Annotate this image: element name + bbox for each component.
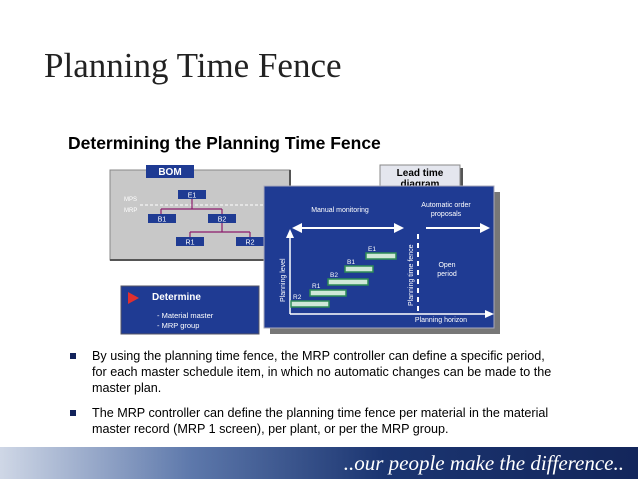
footer-tagline: ..our people make the difference.. bbox=[343, 451, 624, 475]
determine-panel: Determine - Material master - MRP group bbox=[120, 285, 260, 335]
auto-proposals-line1: Automatic order bbox=[421, 202, 471, 209]
bom-node-r2-label: R2 bbox=[246, 240, 255, 247]
bom-title: BOM bbox=[158, 167, 181, 178]
bullet-text: The MRP controller can define the planni… bbox=[92, 406, 549, 436]
bullet-item: By using the planning time fence, the MR… bbox=[70, 348, 560, 396]
bom-title-box bbox=[146, 165, 194, 178]
lead-time-line1: Lead time bbox=[397, 168, 444, 179]
bullet-square-icon bbox=[70, 410, 76, 416]
planning-horizon-label: Planning horizon bbox=[415, 317, 467, 324]
bom-node-b2-label: B2 bbox=[218, 217, 227, 224]
red-arrow-icon bbox=[128, 292, 139, 304]
y-axis-label: Planning level bbox=[280, 258, 287, 302]
open-period-line2: period bbox=[437, 271, 457, 278]
bullet-text: By using the planning time fence, the MR… bbox=[92, 349, 552, 395]
bom-tree-connectors bbox=[160, 199, 251, 237]
bullet-item: The MRP controller can define the planni… bbox=[70, 405, 560, 437]
auto-proposals-line2: proposals bbox=[431, 211, 462, 218]
bullet-square-icon bbox=[70, 353, 76, 359]
bom-node-r1: R1 bbox=[176, 237, 204, 247]
bom-node-r1-label: R1 bbox=[186, 240, 195, 247]
determine-item-material-master: - Material master bbox=[157, 311, 214, 320]
determine-item-mrp-group: - MRP group bbox=[157, 321, 199, 330]
determine-title: Determine bbox=[152, 292, 201, 303]
bom-side-label-mps: MPS bbox=[124, 197, 137, 203]
slide-subtitle: Determining the Planning Time Fence bbox=[68, 133, 381, 153]
bar-r2: R2 bbox=[290, 294, 330, 308]
manual-monitoring-label: Manual monitoring bbox=[311, 207, 369, 214]
bom-node-b1: B1 bbox=[148, 214, 176, 224]
bar-b1: B1 bbox=[344, 259, 374, 273]
bar-b2: B2 bbox=[327, 272, 369, 286]
bar-r2-label: R2 bbox=[293, 294, 302, 301]
open-period-line1: Open bbox=[438, 262, 455, 269]
bar-r1-label: R1 bbox=[312, 283, 321, 290]
lead-time-line2: diagram bbox=[401, 179, 440, 190]
bom-node-r2: R2 bbox=[236, 237, 264, 247]
bullet-list: By using the planning time fence, the MR… bbox=[70, 348, 560, 446]
footer-bar: ..our people make the difference.. bbox=[0, 447, 638, 479]
bom-panel: BOM MPS MRP E1 B1 B2 R1 bbox=[109, 165, 291, 261]
bar-b2-label: B2 bbox=[330, 272, 338, 279]
bom-node-e1-label: E1 bbox=[188, 193, 197, 200]
planning-panel: Manual monitoring Automatic order propos… bbox=[263, 185, 500, 334]
slide-title: Planning Time Fence bbox=[44, 46, 342, 85]
bom-node-e1: E1 bbox=[178, 190, 206, 200]
planning-time-fence-label: Planning time fence bbox=[408, 244, 415, 306]
bom-node-b2: B2 bbox=[208, 214, 236, 224]
bom-node-b1-label: B1 bbox=[158, 217, 167, 224]
bom-side-label-mrp: MRP bbox=[124, 208, 137, 214]
bar-r1: R1 bbox=[309, 283, 347, 297]
bar-b1-label: B1 bbox=[347, 259, 355, 266]
bar-e1: E1 bbox=[365, 246, 397, 260]
bar-e1-label: E1 bbox=[368, 246, 376, 253]
